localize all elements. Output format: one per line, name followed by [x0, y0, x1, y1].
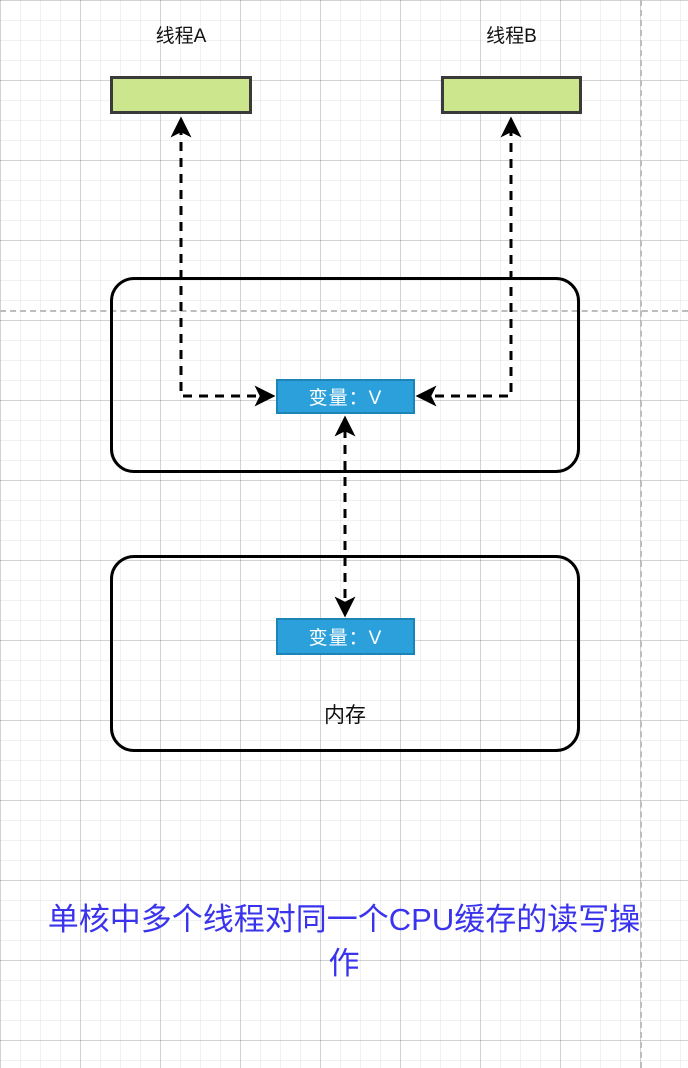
- thread-a-label: 线程A: [155, 26, 207, 47]
- memory-variable-box[interactable]: 变量：V: [276, 618, 415, 655]
- thread-b-label: 线程B: [486, 26, 537, 47]
- thread-b-box[interactable]: [441, 76, 582, 114]
- guide-line-horizontal: [0, 310, 688, 312]
- thread-a-box[interactable]: [110, 76, 252, 114]
- cache-variable-box[interactable]: 变量：V: [276, 379, 415, 414]
- guide-line-vertical: [640, 0, 642, 1068]
- diagram-caption: 单核中多个线程对同一个CPU缓存的读写操作: [47, 902, 641, 982]
- memory-label: 内存: [324, 704, 366, 727]
- cpu-cache-container: [110, 277, 580, 473]
